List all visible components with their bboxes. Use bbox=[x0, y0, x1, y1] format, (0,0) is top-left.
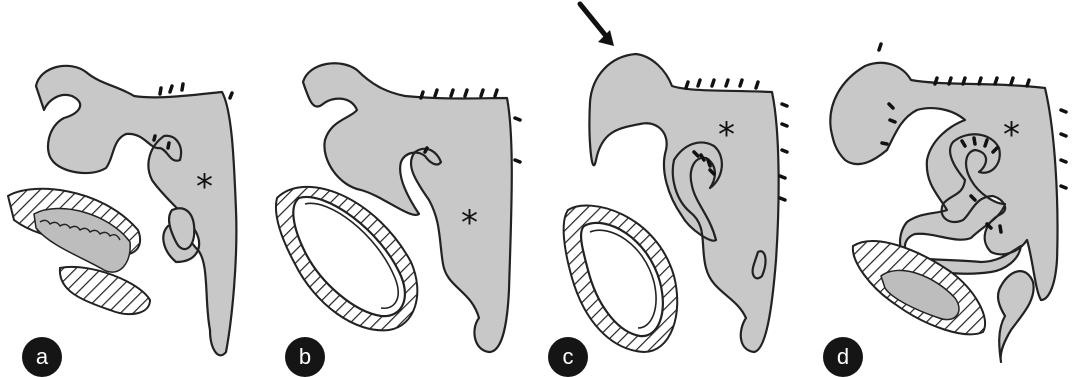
tuft bbox=[495, 90, 497, 96]
tuft bbox=[1061, 160, 1066, 162]
tuft bbox=[451, 90, 453, 96]
panel-d: * d bbox=[815, 0, 1088, 377]
tuft bbox=[756, 82, 758, 88]
tuft bbox=[963, 78, 965, 84]
tuft bbox=[712, 80, 714, 86]
panel-c: * c bbox=[540, 0, 815, 377]
tuft bbox=[421, 92, 423, 98]
tuft bbox=[168, 143, 169, 148]
tuft bbox=[230, 93, 232, 98]
tuft bbox=[782, 104, 787, 106]
tuft bbox=[425, 148, 427, 152]
tuft bbox=[170, 86, 172, 92]
panel-c-label: c bbox=[548, 337, 588, 377]
tuft bbox=[1000, 226, 1001, 232]
tuft bbox=[154, 136, 155, 140]
panel-d-asterisk: * bbox=[1003, 118, 1020, 152]
panel-b-drawing bbox=[265, 0, 535, 377]
tuft bbox=[698, 80, 700, 86]
tuft bbox=[515, 160, 520, 162]
panel-d-bulb bbox=[998, 271, 1034, 362]
panel-d-label: d bbox=[823, 337, 863, 377]
tuft bbox=[985, 140, 987, 146]
tuft bbox=[780, 198, 785, 200]
tuft bbox=[782, 124, 787, 126]
tuft bbox=[780, 176, 785, 178]
tuft bbox=[979, 78, 981, 84]
tuft bbox=[935, 78, 937, 84]
tuft bbox=[882, 143, 887, 144]
panel-a-label: a bbox=[22, 337, 62, 377]
tuft bbox=[435, 90, 437, 96]
tuft bbox=[740, 80, 742, 86]
tuft bbox=[1011, 78, 1013, 84]
panel-b-asterisk: * bbox=[461, 206, 478, 240]
tuft bbox=[465, 90, 467, 96]
tuft bbox=[726, 80, 728, 86]
panel-b-globe bbox=[293, 197, 405, 316]
tuft bbox=[1061, 110, 1066, 112]
tuft bbox=[995, 78, 997, 84]
panel-a-asterisk: * bbox=[196, 170, 213, 204]
panel-c-asterisk: * bbox=[718, 118, 735, 152]
panel-a: * a bbox=[0, 0, 270, 377]
tuft bbox=[708, 160, 710, 166]
tuft bbox=[686, 82, 688, 88]
tuft bbox=[1061, 186, 1066, 188]
tuft bbox=[515, 118, 520, 120]
panel-a-drawing bbox=[0, 0, 270, 377]
tuft bbox=[182, 84, 183, 90]
arrow-shaft bbox=[580, 4, 606, 36]
tuft bbox=[974, 138, 975, 144]
tuft bbox=[879, 44, 881, 50]
tuft bbox=[481, 90, 483, 96]
panel-c-drawing bbox=[540, 0, 815, 377]
tuft bbox=[1061, 134, 1066, 136]
tuft bbox=[160, 88, 161, 94]
panel-b-label: b bbox=[285, 337, 325, 377]
tuft bbox=[890, 120, 895, 122]
panel-a-bone-lower bbox=[60, 267, 150, 314]
tuft bbox=[1027, 80, 1029, 86]
tuft bbox=[949, 78, 951, 84]
tuft bbox=[782, 150, 787, 152]
panel-d-drawing bbox=[815, 0, 1088, 377]
panel-b: * b bbox=[265, 0, 535, 377]
